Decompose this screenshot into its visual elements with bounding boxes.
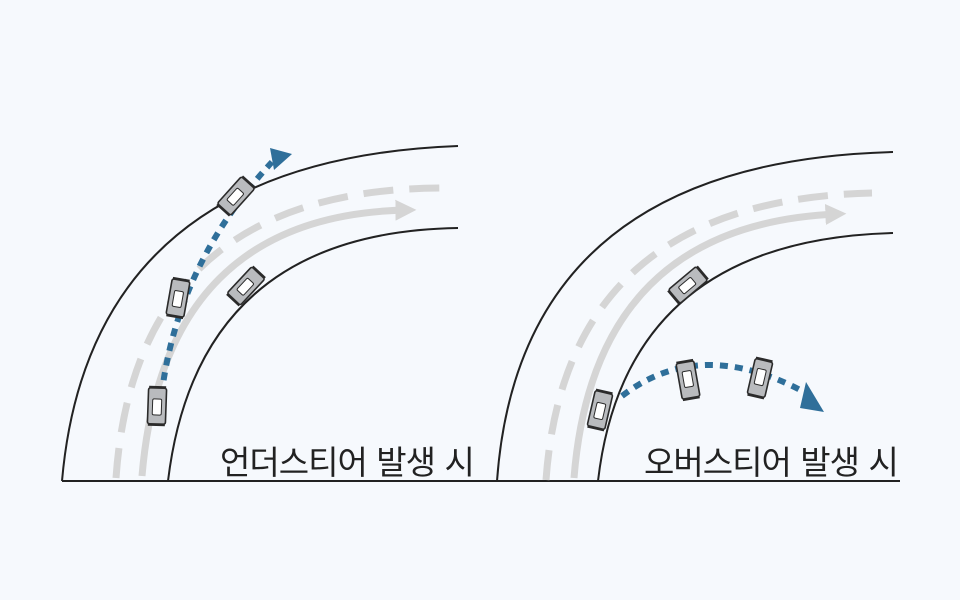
- road-outer-edge: [496, 151, 894, 482]
- car-icon: [745, 355, 775, 401]
- direction-arrow-icon: [800, 382, 824, 412]
- caption-oversteer: 오버스티어 발생 시: [644, 443, 899, 482]
- caption-understeer: 언더스티어 발생 시: [220, 443, 475, 482]
- car-icon: [146, 384, 168, 428]
- car-icon: [164, 275, 192, 321]
- road-inner-edge: [167, 227, 459, 482]
- car-icon: [215, 174, 257, 218]
- direction-arrow-icon: [270, 148, 292, 170]
- panel-understeer: [61, 145, 459, 482]
- lane-direction-arrow: [570, 204, 847, 479]
- car-icon: [666, 264, 710, 306]
- lane-dashed-marking: [542, 189, 873, 481]
- lane-dashed-marking: [112, 184, 441, 479]
- panel-oversteer: [496, 151, 894, 482]
- trajectory-arrow-icon: [620, 361, 806, 399]
- road-outer-edge: [61, 145, 459, 482]
